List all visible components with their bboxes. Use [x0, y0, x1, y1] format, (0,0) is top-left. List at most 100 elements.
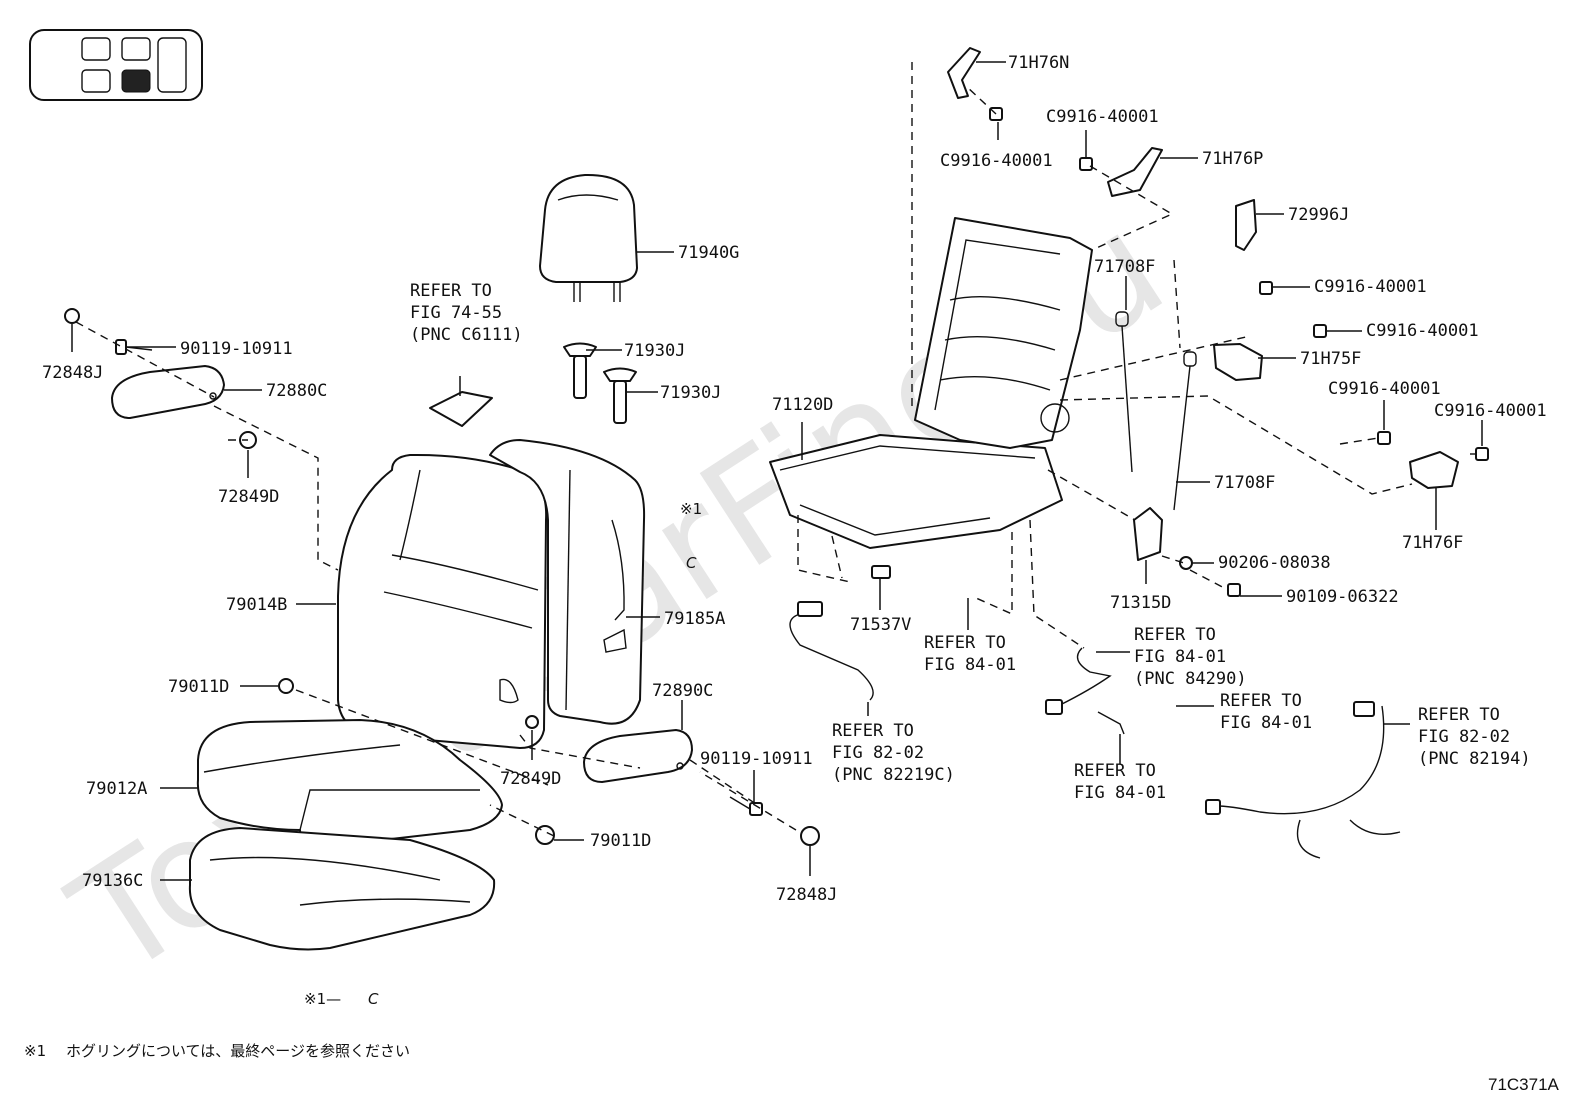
- label-71930j-b[interactable]: 71930J: [660, 383, 721, 403]
- label-72996j[interactable]: 72996J: [1288, 205, 1349, 225]
- label-79012a[interactable]: 79012A: [86, 779, 147, 799]
- svg-text:REFER TO: REFER TO: [924, 633, 1006, 653]
- bolt-c9916-f[interactable]: [1475, 447, 1489, 461]
- seatback-cover-79014b[interactable]: [337, 453, 548, 749]
- headrest-71940g[interactable]: [539, 173, 638, 302]
- harness-fig-82-02-b[interactable]: [1211, 705, 1401, 859]
- hog-ring-ref-b: ※1— C: [304, 990, 379, 1008]
- clip-79011d-b[interactable]: [535, 825, 555, 845]
- label-71315d[interactable]: 71315D: [1110, 593, 1171, 613]
- label-71930j-a[interactable]: 71930J: [624, 341, 685, 361]
- label-c9916-40001-c[interactable]: C9916-40001: [1314, 277, 1427, 297]
- refer-fig-84-01-a[interactable]: REFER TO FIG 84-01: [924, 633, 1016, 675]
- svg-text:(PNC 82219C): (PNC 82219C): [832, 765, 955, 785]
- footnote: ※1 ホグリングについては、最終ページを参照ください: [24, 1042, 410, 1060]
- harness-connector-c[interactable]: [1353, 701, 1375, 717]
- harness-fig-84-01-d[interactable]: [1097, 711, 1125, 735]
- harness-connector-a[interactable]: [797, 601, 823, 617]
- svg-text:FIG 82-02: FIG 82-02: [832, 743, 924, 763]
- seat-frame-71120d[interactable]: [769, 217, 1093, 549]
- label-90109-06322[interactable]: 90109-06322: [1286, 587, 1399, 607]
- label-71h76f[interactable]: 71H76F: [1402, 533, 1463, 553]
- label-90119-10911-a[interactable]: 90119-10911: [180, 339, 293, 359]
- rod-71708f-b[interactable]: [1173, 351, 1197, 511]
- headrest-guide-71930j-b[interactable]: [603, 367, 637, 424]
- label-c9916-40001-b[interactable]: C9916-40001: [940, 151, 1053, 171]
- label-71537v[interactable]: 71537V: [850, 615, 911, 635]
- svg-text:REFER TO: REFER TO: [1074, 761, 1156, 781]
- hinge-cover-72890c[interactable]: [583, 729, 693, 783]
- svg-text:FIG 82-02: FIG 82-02: [1418, 727, 1510, 747]
- bolt-c9916-b[interactable]: [1079, 157, 1093, 171]
- svg-text:※1: ※1: [680, 500, 702, 518]
- part-labels: 71H76N C9916-40001 C9916-40001 71H76P 72…: [42, 53, 1547, 905]
- harness-fig-82-02-a[interactable]: [789, 613, 874, 701]
- label-72880c[interactable]: 72880C: [266, 381, 327, 401]
- label-72849d-a[interactable]: 72849D: [218, 487, 279, 507]
- headrest-guide-71930j-a[interactable]: [563, 342, 597, 399]
- label-71708f-b[interactable]: 71708F: [1214, 473, 1275, 493]
- label-79185a[interactable]: 79185A: [664, 609, 725, 629]
- label-72890c[interactable]: 72890C: [652, 681, 713, 701]
- svg-text:(PNC 82194): (PNC 82194): [1418, 749, 1531, 769]
- bolt-90109[interactable]: [1227, 583, 1241, 597]
- refer-fig-84-01-d[interactable]: REFER TO FIG 84-01: [1074, 761, 1166, 803]
- connector-71h76p[interactable]: [1107, 147, 1163, 197]
- label-79014b[interactable]: 79014B: [226, 595, 287, 615]
- refer-fig-84-01-c[interactable]: REFER TO FIG 84-01: [1220, 691, 1312, 733]
- harness-fig-84-01-b[interactable]: [1059, 647, 1112, 706]
- bracket-71h76f[interactable]: [1409, 451, 1459, 489]
- label-71h76p[interactable]: 71H76P: [1202, 149, 1263, 169]
- label-c9916-40001-a[interactable]: C9916-40001: [1046, 107, 1159, 127]
- clip-79011d-a[interactable]: [278, 678, 294, 694]
- label-72849d-b[interactable]: 72849D: [500, 769, 561, 789]
- label-c9916-40001-e[interactable]: C9916-40001: [1328, 379, 1441, 399]
- label-72848j-b[interactable]: 72848J: [776, 885, 837, 905]
- svg-text:REFER TO: REFER TO: [832, 721, 914, 741]
- bracket-71h76n[interactable]: [947, 47, 981, 99]
- svg-text:FIG 84-01: FIG 84-01: [1074, 783, 1166, 803]
- label-72848j-a[interactable]: 72848J: [42, 363, 103, 383]
- bolt-90119-10911-b[interactable]: [729, 796, 763, 816]
- svg-text:FIG 84-01: FIG 84-01: [924, 655, 1016, 675]
- label-79011d-a[interactable]: 79011D: [168, 677, 229, 697]
- svg-text:FIG 84-01: FIG 84-01: [1220, 713, 1312, 733]
- label-71120d[interactable]: 71120D: [772, 395, 833, 415]
- label-c9916-40001-f[interactable]: C9916-40001: [1434, 401, 1547, 421]
- bolt-c9916-e[interactable]: [1377, 431, 1391, 445]
- hog-ring-ref-a: ※1 C: [680, 500, 702, 572]
- bracket-72996j[interactable]: [1235, 199, 1257, 251]
- label-71940g[interactable]: 71940G: [678, 243, 739, 263]
- harness-connector-d[interactable]: [1205, 799, 1221, 815]
- leader-lines: [71, 61, 1483, 881]
- label-90119-10911-b[interactable]: 90119-10911: [700, 749, 813, 769]
- harness-connector-b[interactable]: [1045, 699, 1063, 715]
- rod-71708f-a[interactable]: [1115, 311, 1133, 473]
- footnote-mark: ※1: [24, 1042, 46, 1060]
- label-79136c[interactable]: 79136C: [82, 871, 143, 891]
- refer-fig-82-02-a[interactable]: REFER TO FIG 82-02 (PNC 82219C): [832, 721, 955, 785]
- hinge-cover-72880c[interactable]: [111, 365, 225, 419]
- label-c9916-40001-d[interactable]: C9916-40001: [1366, 321, 1479, 341]
- cushion-cover-79012a[interactable]: [196, 719, 503, 848]
- clip-72849d-b[interactable]: [525, 715, 539, 729]
- bolt-c9916-d[interactable]: [1313, 324, 1327, 338]
- refer-fig-82-02-b[interactable]: REFER TO FIG 82-02 (PNC 82194): [1418, 705, 1531, 769]
- seatback-pad-79185a[interactable]: [489, 439, 646, 725]
- label-71h75f[interactable]: 71H75F: [1300, 349, 1361, 369]
- label-79011d-b[interactable]: 79011D: [590, 831, 651, 851]
- cover-71315d[interactable]: [1133, 507, 1163, 561]
- label-90206-08038[interactable]: 90206-08038: [1218, 553, 1331, 573]
- refer-fig-74-55[interactable]: REFER TO FIG 74-55 (PNC C6111): [410, 281, 523, 345]
- bolt-c9916-c[interactable]: [1259, 281, 1273, 295]
- cap-72848j-a[interactable]: [64, 308, 80, 324]
- pad-71537v[interactable]: [871, 565, 891, 579]
- label-71708f-a[interactable]: 71708F: [1094, 257, 1155, 277]
- bracket-71h75f[interactable]: [1213, 343, 1263, 381]
- dashed-lines: [75, 62, 1476, 837]
- svg-text:REFER TO: REFER TO: [1134, 625, 1216, 645]
- refer-fig-84-01-b[interactable]: REFER TO FIG 84-01 (PNC 84290): [1134, 625, 1247, 689]
- cap-72848j-b[interactable]: [800, 826, 820, 846]
- cushion-pad-79136c[interactable]: [188, 827, 496, 951]
- label-71h76n[interactable]: 71H76N: [1008, 53, 1069, 73]
